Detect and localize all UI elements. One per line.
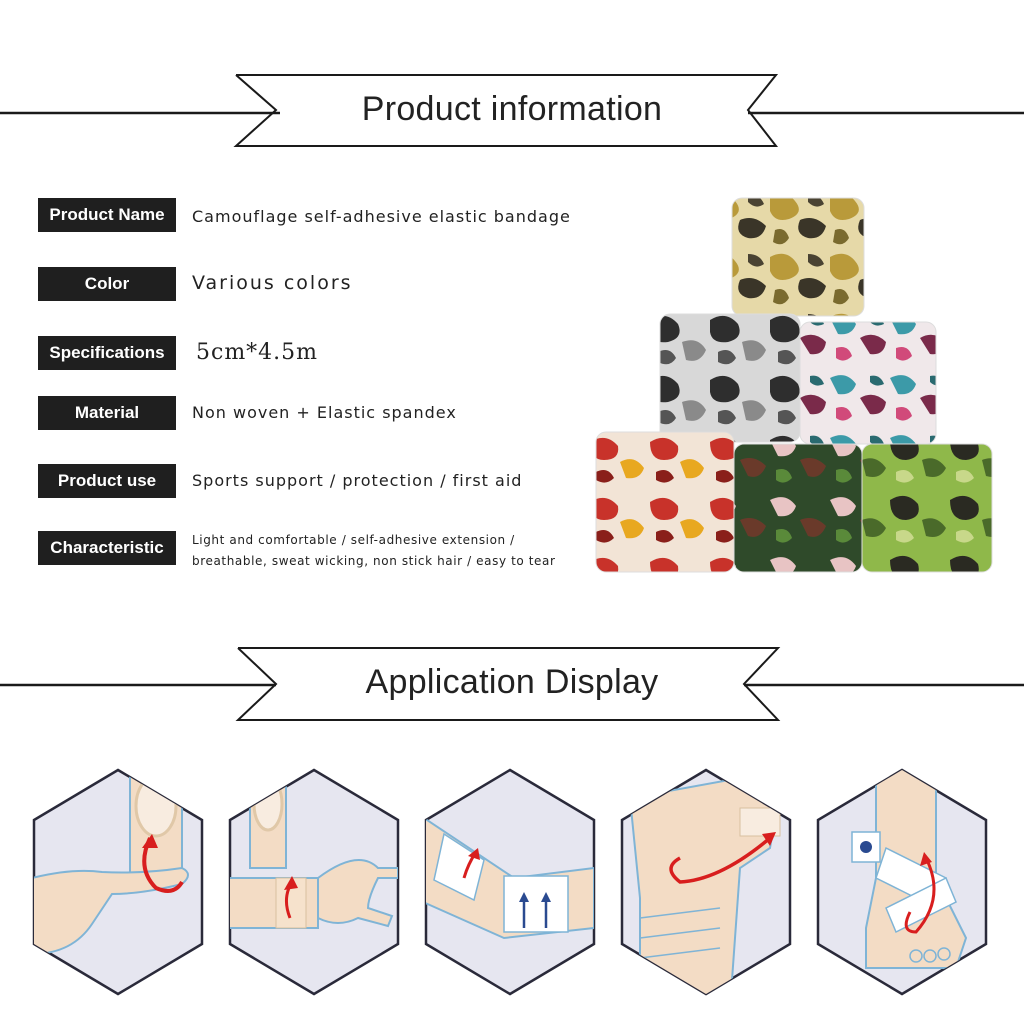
characteristic-line-2: breathable, sweat wicking, non stick hai… [192, 554, 556, 568]
wrist-wrap-icon [228, 768, 400, 996]
value-product-use: Sports support / protection / first aid [192, 471, 523, 490]
label-characteristic: Characteristic [38, 531, 176, 565]
value-specifications: 5cm*4.5m [196, 340, 319, 365]
bandage-rolls-image [595, 197, 993, 573]
label-specifications: Specifications [38, 336, 176, 370]
ankle-wrap-icon [816, 768, 988, 996]
ribbon-banner-icon [0, 74, 1024, 147]
page-title: Product information [361, 90, 663, 128]
application-header: Application Display [0, 646, 1024, 726]
section-title: Application Display [365, 663, 659, 701]
label-material: Material [38, 396, 176, 430]
knee-wrap-icon [620, 768, 792, 996]
value-product-name: Camouflage self-adhesive elastic bandage [192, 207, 571, 226]
characteristic-line-1: Light and comfortable / self-adhesive ex… [192, 533, 515, 547]
ribbon-banner-icon [0, 647, 1024, 721]
label-product-name: Product Name [38, 198, 176, 232]
value-characteristic: Light and comfortable / self-adhesive ex… [192, 530, 556, 572]
finger-wrap-icon [32, 768, 204, 996]
value-color: Various colors [192, 272, 353, 294]
product-info-header: Product information [0, 70, 1024, 150]
value-material: Non woven + Elastic spandex [192, 403, 457, 422]
elbow-wrap-icon [424, 768, 596, 996]
label-color: Color [38, 267, 176, 301]
label-product-use: Product use [38, 464, 176, 498]
